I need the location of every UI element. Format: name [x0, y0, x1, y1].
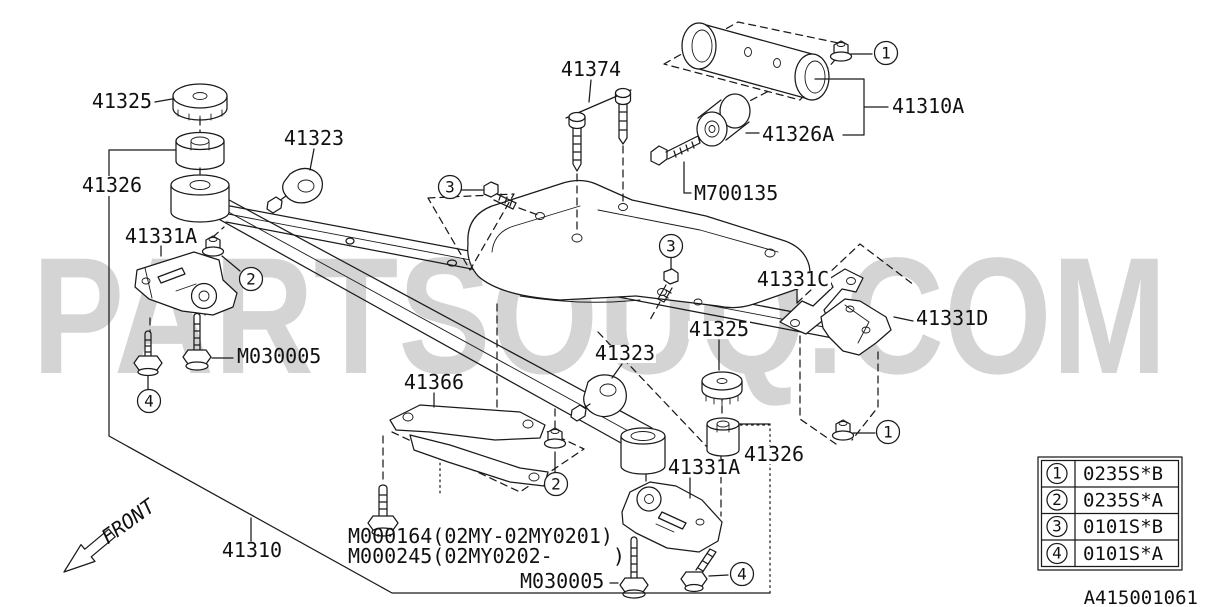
label-41366: 41366 [404, 370, 464, 394]
legend-code-2: 0235S*A [1083, 490, 1164, 512]
label-41323-mid: 41323 [595, 341, 655, 365]
legend-row-3: 3 0101S*B [1046, 515, 1163, 538]
mount-cushion-41325-top [172, 83, 228, 123]
svg-text:1: 1 [1052, 464, 1062, 483]
flange-nut-top-right [829, 40, 853, 62]
bolt-0101s-left [133, 330, 163, 377]
label-41310a: 41310A [892, 94, 964, 118]
label-41323-top: 41323 [284, 126, 344, 150]
callout-1-top: 1 [873, 40, 899, 66]
callout-4-right: 4 [729, 561, 755, 587]
label-m000245: M000245(02MY0202- ) [348, 544, 625, 568]
bushing-41326a [696, 93, 760, 147]
label-41331d: 41331D [916, 306, 988, 330]
label-m030005-left: M030005 [237, 344, 321, 368]
label-41325-mid: 41325 [689, 317, 749, 341]
diagram-id: A415001061 [1084, 587, 1198, 607]
bolt-0101s-a-bottom [680, 548, 717, 593]
legend-row-4: 4 0101S*A [1046, 542, 1164, 565]
svg-text:4: 4 [144, 392, 154, 411]
label-41326a: 41326A [762, 122, 834, 146]
bolt-m000164 [367, 484, 399, 537]
legend-row-1: 1 0235S*B [1046, 462, 1163, 485]
bolt-m030005-left [182, 312, 212, 371]
svg-text:1: 1 [881, 44, 891, 63]
bracket-41331d [820, 298, 892, 356]
svg-text:3: 3 [1052, 517, 1062, 536]
legend-table: 1 0235S*B 2 0235S*A 3 0101S*B 4 0101S*A [1037, 456, 1183, 571]
bracket-41331c [779, 268, 864, 335]
label-41374: 41374 [561, 57, 621, 81]
bolt-m700135 [650, 135, 701, 194]
bolt-0101s-b-upper [461, 181, 517, 210]
bolt-0101s-b-lower [657, 257, 679, 303]
label-41310: 41310 [222, 538, 282, 562]
svg-text:3: 3 [445, 178, 455, 197]
bracket-41366 [389, 404, 549, 487]
beam-end-housing [620, 427, 666, 475]
callouts: 1 1 2 2 3 3 4 4 [136, 40, 901, 587]
legend-code-3: 0101S*B [1083, 516, 1163, 538]
bolt-m030005-bottom [619, 536, 649, 599]
callout-2-center: 2 [543, 471, 569, 497]
label-m000164: M000164(02MY-02MY0201) [348, 524, 613, 548]
svg-text:2: 2 [1052, 490, 1062, 509]
part-labels: 41325 41323 41326 41331A 41374 41310A 41… [82, 57, 988, 593]
front-label: FRONT [96, 493, 160, 549]
rear-crossmember-41310a [681, 22, 830, 101]
svg-text:1: 1 [883, 423, 893, 442]
label-m030005-bottom: M030005 [520, 569, 604, 593]
label-41331c: 41331C [757, 267, 829, 291]
flange-nut-center [543, 427, 567, 449]
callout-1-right: 1 [875, 419, 901, 445]
legend-code-4: 0101S*A [1083, 543, 1164, 565]
legend-row-2: 2 0235S*A [1046, 489, 1164, 512]
bushing-41326-upper [175, 131, 225, 171]
bushing-41326-mid [706, 417, 771, 457]
callout-2-left: 2 [238, 266, 264, 292]
legend-code-1: 0235S*B [1083, 463, 1163, 485]
bolt-set-41374 [565, 87, 632, 172]
svg-text:2: 2 [246, 270, 256, 289]
callout-3-upper: 3 [437, 174, 463, 200]
svg-text:4: 4 [1052, 544, 1062, 563]
svg-text:4: 4 [737, 565, 747, 584]
region-outline [108, 149, 771, 594]
bushing-41326-lower [170, 174, 230, 223]
stopper-bracket-41323-top [266, 167, 323, 214]
label-41326-left: 41326 [82, 173, 142, 197]
flange-nut-right [831, 419, 855, 441]
label-41331a-left: 41331A [125, 224, 197, 248]
crossmember-cover-plate [467, 179, 811, 309]
svg-text:3: 3 [666, 237, 676, 256]
label-m700135: M700135 [694, 181, 778, 205]
label-41326-right: 41326 [744, 442, 804, 466]
front-direction: FRONT [63, 493, 161, 573]
bracket-41331a-left [134, 251, 238, 316]
label-41331a-right: 41331A [668, 455, 740, 479]
label-41325-top: 41325 [92, 89, 152, 113]
stopper-bracket-41323-mid [570, 374, 627, 422]
callout-4-left: 4 [136, 388, 162, 414]
bracket-41331a-right [621, 481, 723, 553]
callout-3-lower: 3 [658, 233, 684, 259]
leader-lines [147, 53, 914, 584]
mount-cushion-41325-mid [701, 371, 743, 406]
front-arrow-icon [63, 528, 116, 573]
svg-text:2: 2 [551, 475, 561, 494]
